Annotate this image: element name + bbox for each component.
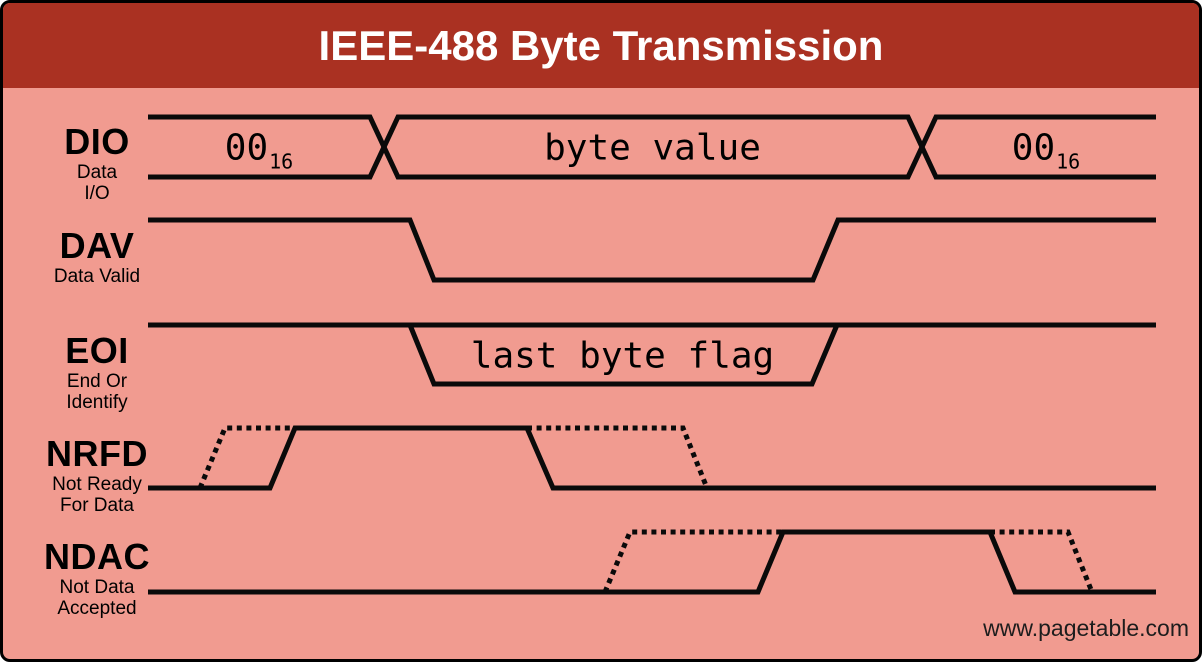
bus-value-byte: byte value bbox=[544, 128, 762, 169]
signal-label-dav: DAV Data Valid bbox=[22, 225, 172, 288]
signal-name: NRFD bbox=[46, 433, 148, 474]
signal-desc-line: Data Valid bbox=[53, 266, 141, 287]
signal-label-nrfd: NRFD Not Ready For Data bbox=[22, 433, 172, 517]
bus-value-last-byte-flag: last byte flag bbox=[471, 336, 775, 377]
ndac-dotted-trace bbox=[602, 529, 783, 593]
nrfd-dotted-trace bbox=[197, 425, 295, 489]
ndac-solid-trace bbox=[148, 529, 1156, 595]
bus-value-text: byte value bbox=[544, 127, 761, 169]
timing-diagram bbox=[148, 114, 1156, 595]
page-title: IEEE-488 Byte Transmission bbox=[318, 21, 884, 69]
signal-desc-line: I/O bbox=[84, 183, 110, 204]
bus-value-text: 00 bbox=[224, 127, 269, 169]
dio-solid-trace bbox=[148, 114, 1156, 180]
nrfd-solid-trace bbox=[148, 425, 1156, 491]
signal-desc-line: Not Data bbox=[59, 577, 135, 598]
nrfd-dotted-trace bbox=[527, 425, 710, 489]
signal-desc-line: Identify bbox=[66, 392, 128, 413]
signal-desc-line: For Data bbox=[60, 495, 134, 516]
signal-name: DAV bbox=[59, 225, 135, 266]
signal-label-eoi: EOI End Or Identify bbox=[22, 330, 172, 414]
site-credit: www.pagetable.com bbox=[983, 615, 1189, 641]
bus-value-idle-after: 0016 bbox=[1011, 127, 1080, 174]
signal-desc-line: Data bbox=[76, 162, 118, 183]
bus-value-subscript: 16 bbox=[269, 149, 294, 174]
header: IEEE-488 Byte Transmission bbox=[3, 3, 1199, 88]
dav-solid-trace bbox=[148, 217, 1156, 283]
signal-name: DIO bbox=[64, 121, 130, 162]
signal-desc-line: Accepted bbox=[57, 598, 137, 619]
signal-desc-line: End Or bbox=[66, 371, 128, 392]
bus-value-idle-before: 0016 bbox=[224, 127, 293, 174]
bus-value-text: last byte flag bbox=[470, 335, 775, 377]
signal-desc-line: Not Ready bbox=[52, 474, 142, 495]
ndac-dotted-trace bbox=[990, 529, 1095, 593]
dio-solid-trace bbox=[148, 114, 1156, 180]
bus-value-text: 00 bbox=[1011, 127, 1056, 169]
signal-name: NDAC bbox=[44, 536, 150, 577]
signal-name: EOI bbox=[65, 330, 129, 371]
signal-label-dio: DIO Data I/O bbox=[22, 121, 172, 205]
eoi-solid-trace bbox=[407, 324, 840, 387]
bus-value-subscript: 16 bbox=[1056, 149, 1081, 174]
signal-label-ndac: NDAC Not Data Accepted bbox=[22, 536, 172, 620]
